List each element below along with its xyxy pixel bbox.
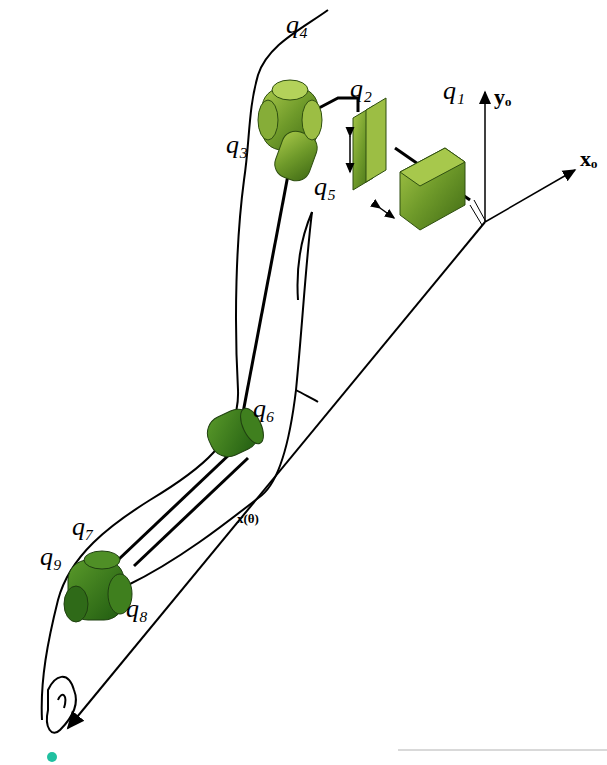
axis-label: xₒ	[580, 148, 597, 170]
joint-label: q₁	[443, 78, 465, 104]
joint-label: q₄	[286, 12, 308, 38]
joint-label: q₂	[350, 76, 372, 102]
joint-label: q₅	[314, 174, 336, 200]
joint-label: q₇	[72, 514, 94, 540]
axis-label: x(θ)	[237, 512, 259, 525]
axis-label: yₒ	[494, 86, 511, 108]
joint-label: q₃	[226, 132, 248, 158]
joint-label: q₈	[126, 596, 148, 622]
joint-label: q₉	[40, 544, 62, 570]
joint-label: q₆	[253, 396, 275, 422]
